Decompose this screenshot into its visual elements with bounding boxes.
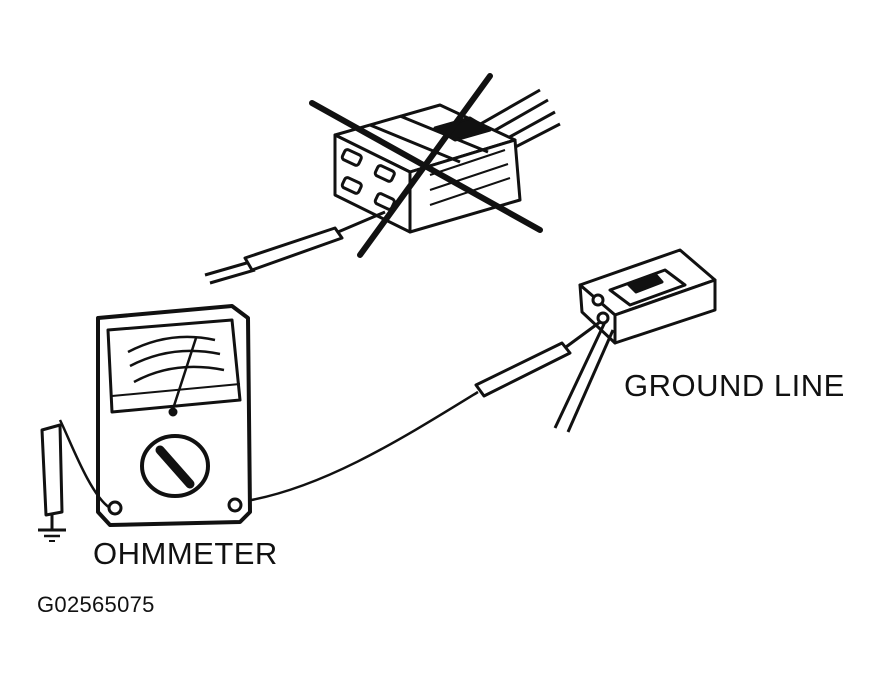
ohmmeter-label: OHMMETER	[93, 536, 278, 571]
ground-wires	[553, 321, 615, 433]
ohmmeter-icon	[96, 304, 252, 527]
figure-code: G02565075	[37, 592, 155, 617]
upper-probe	[204, 210, 386, 285]
ground-line-label: GROUND LINE	[624, 368, 845, 403]
upper-connector	[333, 88, 561, 234]
x-mark-icon	[309, 73, 543, 258]
ground-probe	[474, 320, 601, 398]
test-lead-wire	[239, 390, 479, 504]
ground-symbol-icon	[38, 419, 111, 542]
ground-line-connector	[578, 248, 717, 345]
